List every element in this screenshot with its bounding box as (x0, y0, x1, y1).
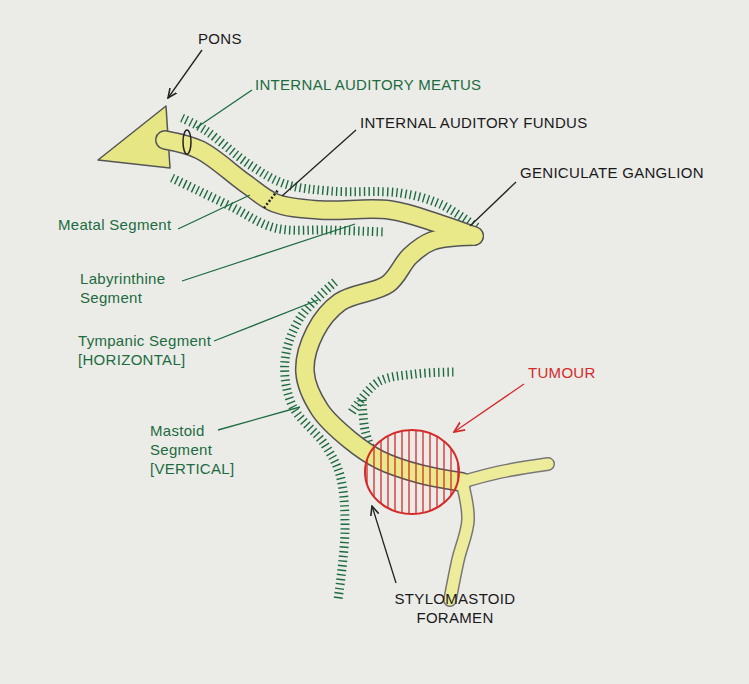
bone-hatching (172, 118, 478, 600)
tumour-mass (365, 430, 459, 514)
structure-label: STYLOMASTOID FORAMEN (380, 590, 530, 628)
nerve-outline (165, 140, 474, 236)
leader-line (282, 130, 356, 196)
leader-line (182, 224, 355, 281)
leader-line (372, 506, 396, 583)
nerve-outline (462, 464, 548, 482)
leader-line (218, 407, 300, 430)
structure-label: PONS (198, 30, 242, 49)
fundus-mark (264, 190, 278, 208)
structure-label: GENICULATE GANGLION (520, 164, 704, 183)
structure-label: Mastoid Segment [VERTICAL] (150, 422, 240, 478)
leader-line (214, 300, 318, 341)
leader-line (470, 182, 516, 226)
nerve-fill (165, 140, 474, 236)
geniculate-ganglion (440, 222, 482, 246)
bone-hatching (352, 372, 455, 412)
leader-line (196, 90, 252, 128)
nerve-outline (450, 482, 468, 600)
leader-line (454, 384, 524, 432)
structure-label: Meatal Segment (58, 216, 171, 235)
structure-label: TUMOUR (528, 364, 596, 383)
leader-line (178, 195, 250, 229)
nerve-fill (450, 482, 468, 600)
leader-line (168, 50, 202, 98)
facial-nerve (165, 140, 548, 600)
meatus-ring (183, 130, 191, 154)
structure-label: Tympanic Segment [HORIZONTAL] (78, 332, 213, 370)
nerve-fill (462, 464, 548, 482)
structure-label: INTERNAL AUDITORY FUNDUS (360, 114, 588, 133)
structure-label: INTERNAL AUDITORY MEATUS (255, 76, 481, 95)
structure-label: Labyrinthine Segment (80, 270, 180, 308)
